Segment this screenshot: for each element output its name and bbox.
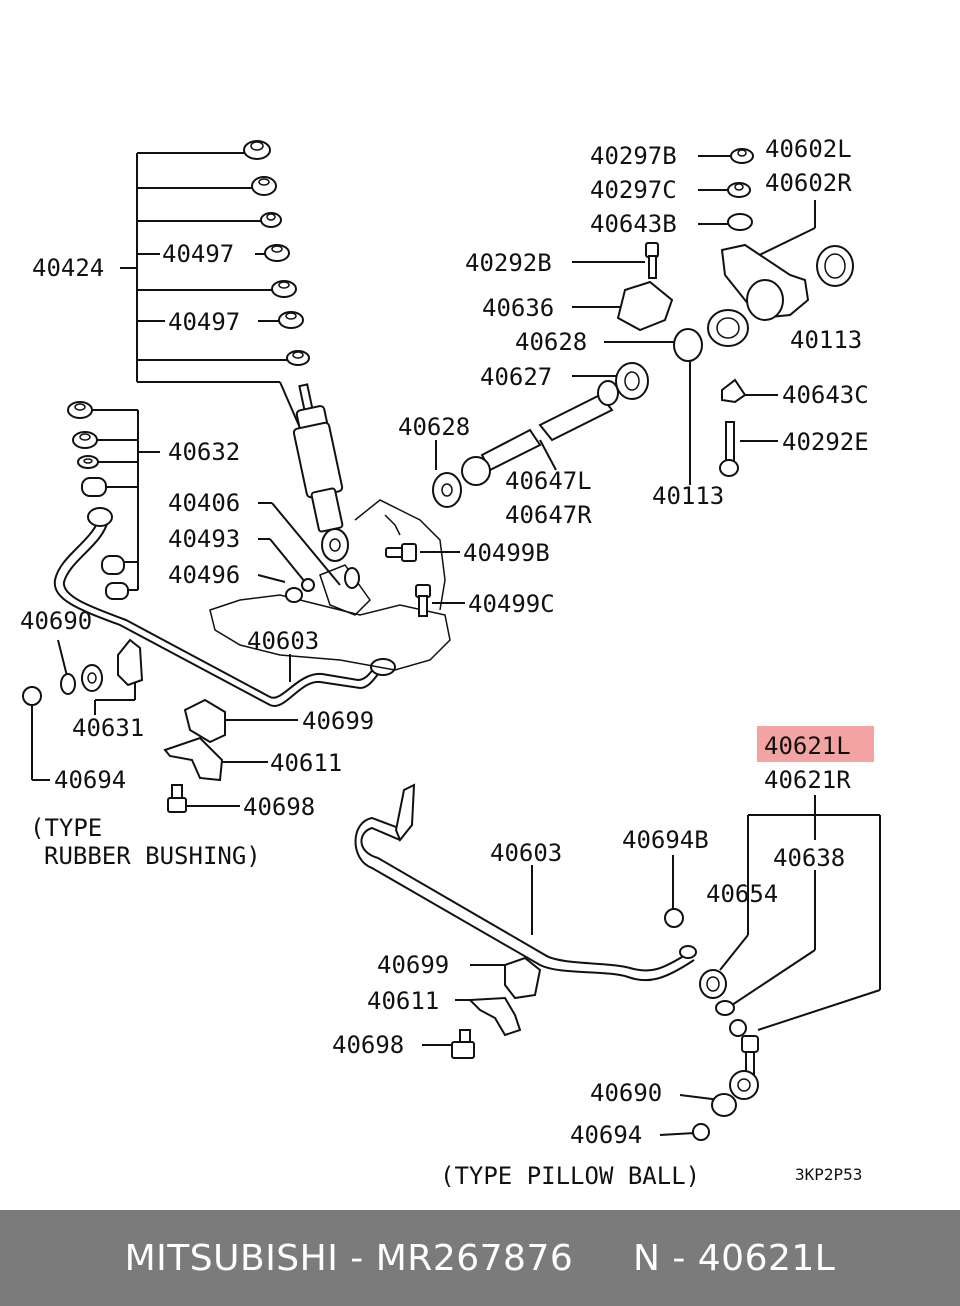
right-top-parts xyxy=(615,148,854,477)
footer-part-number: MR267876 xyxy=(375,1237,574,1279)
note-rubber-line1: (TYPE xyxy=(30,814,102,842)
label-40292e[interactable]: 40292E xyxy=(782,428,869,456)
label-40638[interactable]: 40638 xyxy=(773,844,845,872)
label-40496[interactable]: 40496 xyxy=(168,561,240,589)
label-40497-b[interactable]: 40497 xyxy=(168,308,240,336)
footer-separator: - xyxy=(338,1237,376,1279)
highlight-box xyxy=(757,726,874,762)
parts-diagram: 40424 40497 40497 40632 40406 40493 4049… xyxy=(20,135,881,1190)
label-40628-a[interactable]: 40628 xyxy=(515,328,587,356)
footer-gap xyxy=(573,1238,633,1279)
label-40643b[interactable]: 40643B xyxy=(590,210,677,238)
label-40493[interactable]: 40493 xyxy=(168,525,240,553)
diagram-code: 3KP2P53 xyxy=(795,1165,862,1184)
left-bushing-stack xyxy=(67,401,129,600)
label-40497-a[interactable]: 40497 xyxy=(162,240,234,268)
label-40611-b[interactable]: 40611 xyxy=(367,987,439,1015)
label-40654[interactable]: 40654 xyxy=(706,880,778,908)
label-40621l[interactable]: 40621L xyxy=(764,732,851,760)
label-40603-b[interactable]: 40603 xyxy=(490,839,562,867)
label-40631[interactable]: 40631 xyxy=(72,714,144,742)
label-40602r[interactable]: 40602R xyxy=(765,169,852,197)
stabilizer-bar-lower xyxy=(354,783,697,1059)
label-40424[interactable]: 40424 xyxy=(32,254,104,282)
label-40297c[interactable]: 40297C xyxy=(590,176,677,204)
stabilizer-bar-upper xyxy=(53,507,396,707)
label-40627[interactable]: 40627 xyxy=(480,363,552,391)
label-40636[interactable]: 40636 xyxy=(482,294,554,322)
label-40611-a[interactable]: 40611 xyxy=(270,749,342,777)
label-40628-b[interactable]: 40628 xyxy=(398,413,470,441)
footer-brand: MITSUBISHI xyxy=(124,1237,339,1279)
label-40406[interactable]: 40406 xyxy=(168,489,240,517)
label-40647r[interactable]: 40647R xyxy=(505,501,592,529)
footer-ref: N - 40621L xyxy=(632,1237,836,1279)
shock-absorber-icon xyxy=(292,383,349,562)
label-40698-b[interactable]: 40698 xyxy=(332,1031,404,1059)
label-40297b[interactable]: 40297B xyxy=(590,142,677,170)
part-labels: 40424 40497 40497 40632 40406 40493 4049… xyxy=(20,135,869,1190)
label-40699-b[interactable]: 40699 xyxy=(377,951,449,979)
label-40113-a[interactable]: 40113 xyxy=(790,326,862,354)
label-40694b[interactable]: 40694B xyxy=(622,826,709,854)
label-40643c[interactable]: 40643C xyxy=(782,381,869,409)
label-40694-c[interactable]: 40694 xyxy=(570,1121,642,1149)
label-40602l[interactable]: 40602L xyxy=(765,135,852,163)
label-40647l[interactable]: 40647L xyxy=(505,467,592,495)
label-40690-a[interactable]: 40690 xyxy=(20,607,92,635)
footer-bar: MITSUBISHI - MR267876 N - 40621L xyxy=(0,1210,960,1306)
label-40499c[interactable]: 40499C xyxy=(468,590,555,618)
parts-left-stack xyxy=(243,140,310,366)
left-small-parts xyxy=(22,578,315,813)
note-rubber-line2: RUBBER BUSHING) xyxy=(44,842,261,870)
label-40632[interactable]: 40632 xyxy=(168,438,240,466)
label-40292b[interactable]: 40292B xyxy=(465,249,552,277)
drive-shaft-parts xyxy=(432,380,619,508)
label-40113-b[interactable]: 40113 xyxy=(652,482,724,510)
label-40694-a[interactable]: 40694 xyxy=(54,766,126,794)
label-40690-b[interactable]: 40690 xyxy=(590,1079,662,1107)
pillow-ball-link-icon xyxy=(692,969,759,1141)
mount-bolts xyxy=(385,543,431,617)
note-pillow-ball: (TYPE PILLOW BALL) xyxy=(440,1162,700,1190)
label-40603-a[interactable]: 40603 xyxy=(247,627,319,655)
label-40698-a[interactable]: 40698 xyxy=(243,793,315,821)
label-40621r[interactable]: 40621R xyxy=(764,766,851,794)
label-40699-a[interactable]: 40699 xyxy=(302,707,374,735)
label-40499b[interactable]: 40499B xyxy=(463,539,550,567)
